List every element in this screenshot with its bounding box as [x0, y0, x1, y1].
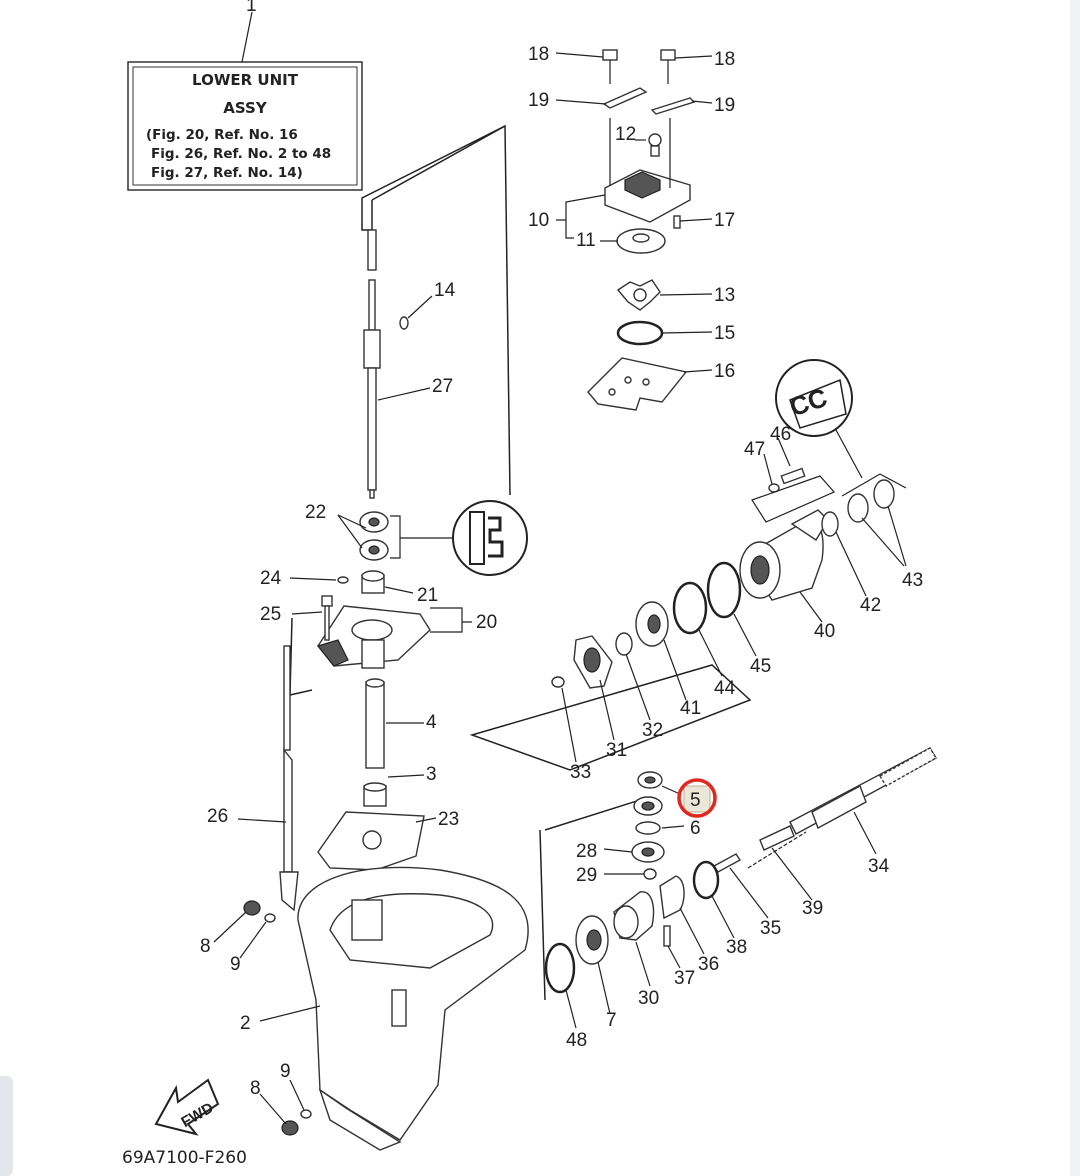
- label-35: 35: [760, 918, 781, 939]
- bolts-8-9: [243, 900, 312, 1136]
- label-9b: 9: [280, 1061, 291, 1082]
- label-19b: 19: [714, 95, 735, 116]
- label-17: 17: [714, 210, 735, 231]
- label-44: 44: [714, 678, 736, 699]
- fwd-arrow-icon: FWD: [154, 1078, 220, 1136]
- label-7: 7: [606, 1010, 617, 1031]
- part-5-highlight[interactable]: [677, 778, 717, 818]
- label-3: 3: [426, 764, 437, 785]
- label-14: 14: [434, 280, 456, 301]
- label-28: 28: [576, 841, 597, 862]
- label-48: 48: [566, 1030, 587, 1051]
- label-42: 42: [860, 595, 881, 616]
- assy-ref-3: Fig. 27, Ref. No. 14): [151, 165, 303, 181]
- label-27: 27: [432, 376, 453, 397]
- label-15: 15: [714, 323, 735, 344]
- label-11: 11: [576, 230, 596, 251]
- water-pump-group: [587, 49, 696, 411]
- label-41: 41: [680, 698, 701, 719]
- label-46: 46: [770, 424, 791, 445]
- label-25: 25: [260, 604, 281, 625]
- label-40: 40: [814, 621, 835, 642]
- label-12: 12: [615, 124, 636, 145]
- label-34: 34: [868, 856, 890, 877]
- label-43: 43: [902, 570, 923, 591]
- label-38: 38: [726, 937, 747, 958]
- upper-case-20: [316, 570, 431, 669]
- label-13: 13: [714, 285, 735, 306]
- label-6: 6: [690, 818, 701, 839]
- assy-ref-1: (Fig. 20, Ref. No. 16: [146, 127, 298, 143]
- label-33: 33: [570, 762, 591, 783]
- shift-rod-26: [279, 645, 299, 912]
- label-26: 26: [207, 806, 228, 827]
- gear-group: [551, 561, 742, 689]
- driveshaft-group-frame: [361, 124, 511, 496]
- figure-code: 69A7100-F260: [122, 1148, 247, 1168]
- label-37: 37: [674, 968, 695, 989]
- label-8a: 8: [200, 936, 211, 957]
- label-5: 5: [690, 790, 701, 811]
- propeller-shaft-34: [712, 747, 937, 873]
- label-32: 32: [642, 720, 663, 741]
- forward-gear-group: [544, 860, 720, 994]
- label-31: 31: [606, 740, 627, 761]
- label-39: 39: [802, 898, 823, 919]
- label-47: 47: [744, 439, 765, 460]
- label-1: 1: [246, 0, 257, 16]
- bearings-22: [359, 511, 389, 561]
- label-23: 23: [438, 809, 459, 830]
- side-panel-tab[interactable]: [0, 1076, 13, 1176]
- label-10: 10: [528, 210, 549, 231]
- seal-install-icon: [469, 511, 504, 565]
- assy-title-line1: LOWER UNIT: [192, 71, 299, 89]
- label-36: 36: [698, 954, 719, 975]
- label-18b: 18: [714, 49, 735, 70]
- label-16: 16: [714, 361, 735, 382]
- label-9a: 9: [230, 954, 241, 975]
- label-22: 22: [305, 502, 326, 523]
- label-18a: 18: [528, 44, 549, 65]
- pinion-group: [631, 771, 665, 880]
- propeller-shaft-housing-40: [739, 467, 895, 601]
- label-24: 24: [260, 568, 282, 589]
- label-19a: 19: [528, 90, 549, 111]
- label-2: 2: [240, 1013, 251, 1034]
- assy-title-line2: ASSY: [223, 99, 268, 117]
- label-21: 21: [417, 585, 438, 606]
- label-29: 29: [576, 865, 597, 886]
- page-scroll-strip: [1070, 0, 1080, 1176]
- assy-ref-2: Fig. 26, Ref. No. 2 to 48: [151, 146, 331, 162]
- gear-group-frame: [469, 664, 752, 771]
- label-8b: 8: [250, 1078, 261, 1099]
- label-30: 30: [638, 988, 659, 1009]
- lower-case-2: [297, 866, 529, 1151]
- lower-unit-assy-box: LOWER UNIT ASSY (Fig. 20, Ref. No. 16 Fi…: [127, 61, 363, 191]
- driveshaft: [363, 229, 409, 499]
- label-45: 45: [750, 656, 771, 677]
- label-20: 20: [476, 612, 497, 633]
- label-4: 4: [426, 712, 437, 733]
- water-tube-4: [363, 678, 387, 807]
